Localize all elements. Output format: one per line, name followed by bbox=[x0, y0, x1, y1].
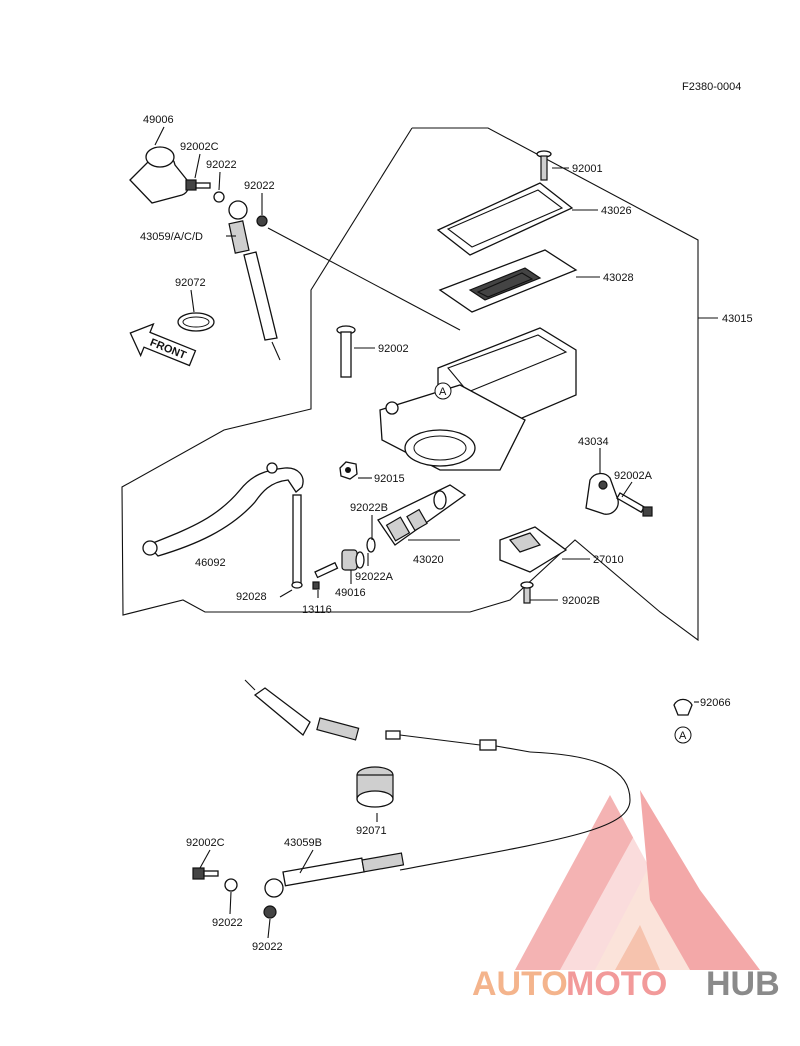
label-92002B: 92002B bbox=[562, 595, 600, 607]
label-27010: 27010 bbox=[593, 554, 624, 566]
boot-49016 bbox=[341, 549, 365, 571]
label-43020: 43020 bbox=[413, 554, 444, 566]
switch-27010 bbox=[499, 526, 568, 573]
label-43015: 43015 bbox=[722, 313, 753, 325]
label-92022B: 92022B bbox=[350, 502, 388, 514]
label-92028: 92028 bbox=[236, 591, 267, 603]
banjo-fitting bbox=[228, 200, 250, 254]
cap-92066 bbox=[673, 698, 693, 716]
label-92022A: 92022A bbox=[355, 571, 394, 583]
label-43059: 43059/A/C/D bbox=[140, 231, 203, 243]
clip-92072 bbox=[177, 312, 215, 332]
bolt-92002C-top bbox=[185, 179, 211, 191]
watermark-moto: MOTO bbox=[566, 965, 667, 1003]
label-92022-d: 92022 bbox=[252, 941, 283, 953]
label-92022-b: 92022 bbox=[244, 180, 275, 192]
hose-upper-lower-section bbox=[244, 679, 360, 741]
label-49016: 49016 bbox=[335, 587, 366, 599]
label-92001: 92001 bbox=[572, 163, 603, 175]
cable-fitting bbox=[385, 730, 631, 871]
clamp-43034 bbox=[585, 472, 619, 515]
label-92022-a: 92022 bbox=[206, 159, 237, 171]
label-92066: 92066 bbox=[700, 697, 731, 709]
ref-mark-A-body: A bbox=[434, 382, 452, 400]
washer-92022B bbox=[366, 537, 376, 553]
screw-92002B bbox=[520, 581, 534, 604]
label-46092: 46092 bbox=[195, 557, 226, 569]
sleeve-92071 bbox=[356, 766, 394, 808]
label-92002A: 92002A bbox=[614, 470, 653, 482]
part-labels: 49006 92002C 92022 92022 43059/A/C/D 920… bbox=[140, 114, 753, 953]
nut-92015 bbox=[339, 461, 358, 480]
label-92072: 92072 bbox=[175, 277, 206, 289]
label-49006: 49006 bbox=[143, 114, 174, 126]
svg-text:A: A bbox=[439, 386, 447, 398]
label-43028: 43028 bbox=[603, 272, 634, 284]
label-92022-c: 92022 bbox=[212, 917, 243, 929]
label-92002C-bottom: 92002C bbox=[186, 837, 225, 849]
label-13116: 13116 bbox=[302, 604, 332, 616]
watermark-hub: HUB bbox=[706, 965, 780, 1003]
label-92015: 92015 bbox=[374, 473, 405, 485]
washer-92022-c bbox=[224, 878, 238, 892]
watermark-logo bbox=[515, 790, 760, 970]
hose-43059 bbox=[243, 251, 281, 361]
label-92071: 92071 bbox=[356, 825, 387, 837]
hose-43059B bbox=[264, 852, 405, 898]
washer-92022-d bbox=[263, 905, 277, 919]
label-43034: 43034 bbox=[578, 436, 609, 448]
label-92002C-top: 92002C bbox=[180, 141, 219, 153]
cap-43026 bbox=[436, 182, 574, 256]
pushrod-13116 bbox=[312, 561, 339, 590]
hose-joint-49006 bbox=[129, 146, 190, 204]
bolt-92002C-bottom bbox=[192, 867, 219, 880]
figure-code: F2380-0004 bbox=[682, 81, 741, 93]
label-43059B: 43059B bbox=[284, 837, 322, 849]
watermark-auto: AUTO bbox=[472, 965, 568, 1003]
washer-92022-a bbox=[213, 191, 225, 203]
screw-92001 bbox=[536, 150, 552, 181]
svg-text:A: A bbox=[679, 730, 687, 742]
clutch-lever-46092 bbox=[142, 462, 304, 557]
diaphragm-43028 bbox=[438, 249, 578, 313]
reservoir-body-43015 bbox=[379, 327, 577, 471]
piston-kit-43020 bbox=[377, 484, 467, 546]
ref-mark-A-cap: A bbox=[674, 726, 692, 744]
label-92002: 92002 bbox=[378, 343, 409, 355]
label-43026: 43026 bbox=[601, 205, 632, 217]
leader-lines bbox=[154, 126, 718, 939]
watermark-text: AUTO MOTO HUB bbox=[472, 965, 780, 1003]
washer-92022-b bbox=[256, 215, 268, 227]
pin-92028 bbox=[291, 494, 303, 589]
assembly-outline bbox=[121, 127, 699, 642]
bolt-92002 bbox=[336, 325, 356, 378]
bolt-92002A bbox=[616, 492, 653, 517]
